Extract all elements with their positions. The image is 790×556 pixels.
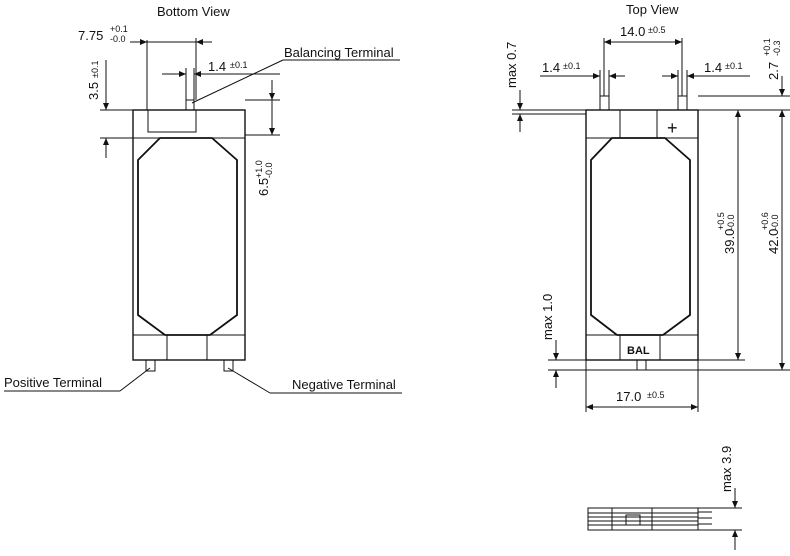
dim-7-75-tol-minus: -0.0 — [110, 34, 126, 44]
side-view: max 3.9 — [587, 446, 742, 550]
bottom-view-top-notch — [147, 110, 197, 133]
dim-3-5-tol: ±0.1 — [90, 61, 100, 78]
negative-terminal-pin — [223, 359, 234, 372]
top-view-top-tab — [619, 109, 658, 139]
bottom-view-cell-shape — [137, 137, 238, 336]
top-view-title: Top View — [626, 2, 679, 17]
positive-terminal-leader — [119, 367, 151, 392]
negative-terminal-leader — [227, 367, 271, 394]
dim-42-tol-plus: +0.6 — [760, 212, 770, 230]
side-view-center-tab — [625, 514, 641, 526]
dim-14-tol: ±0.5 — [648, 25, 665, 35]
dim-6-5-tol-plus: +1.0 — [254, 160, 264, 178]
dim-39-tol-plus: +0.5 — [716, 212, 726, 230]
dim-39-value: 39.0 — [722, 229, 737, 254]
balancing-terminal-pin — [185, 99, 195, 111]
dim-1-4l-value: 1.4 — [542, 60, 560, 75]
dim-7-75-value: 7.75 — [78, 28, 103, 43]
positive-terminal-pin — [145, 359, 156, 372]
dim-39-tol-minus: -0.0 — [726, 214, 736, 230]
bottom-view-title: Bottom View — [157, 4, 230, 19]
bal-mark: BAL — [627, 345, 650, 357]
top-view-terminal-left — [599, 95, 610, 111]
dim-42-tol-minus: -0.0 — [770, 214, 780, 230]
dim-17-value: 17.0 — [616, 389, 641, 404]
dim-1-4r-tol: ±0.1 — [725, 61, 742, 71]
dim-14-value: 14.0 — [620, 24, 645, 39]
dim-7-75-tol-plus: +0.1 — [110, 24, 128, 34]
bottom-view: Bottom View 7.75 +0.1 -0.0 1.4 ±0.1 Bala… — [4, 4, 402, 394]
top-view-cell-shape — [590, 137, 691, 336]
dim-max07-value: max 0.7 — [504, 42, 519, 88]
dim-2-7-tol-minus: -0.3 — [772, 40, 782, 56]
dim-17-tol: ±0.5 — [647, 390, 664, 400]
positive-terminal-label: Positive Terminal — [4, 375, 102, 390]
top-view-terminal-right — [677, 95, 688, 111]
dim-42-value: 42.0 — [766, 229, 781, 254]
balancing-terminal-leader — [191, 59, 284, 104]
balancing-terminal-label: Balancing Terminal — [284, 45, 394, 60]
top-view-bal-terminal — [636, 359, 647, 371]
negative-terminal-label: Negative Terminal — [292, 377, 396, 392]
dim-max10-value: max 1.0 — [540, 294, 555, 340]
dim-3-5-value: 3.5 — [86, 82, 101, 100]
dim-1-4l-tol: ±0.1 — [563, 61, 580, 71]
side-view-outline — [587, 507, 699, 531]
dim-1-4r-value: 1.4 — [704, 60, 722, 75]
dim-6-5-tol-minus: -0.0 — [264, 162, 274, 178]
bottom-view-bottom-tab — [166, 334, 208, 361]
dim-2-7-value: 2.7 — [766, 62, 781, 80]
plus-mark: + — [667, 118, 678, 138]
top-view: Top View BAL + 14.0 ±0.5 1.4 ±0.1 1.4 ± — [504, 2, 790, 412]
dim-2-7-tol-plus: +0.1 — [762, 38, 772, 56]
dim-max39-value: max 3.9 — [719, 446, 734, 492]
dim-1-4-tol: ±0.1 — [230, 60, 247, 70]
dim-1-4-value: 1.4 — [208, 59, 226, 74]
dim-6-5-value: 6.5 — [256, 178, 271, 196]
